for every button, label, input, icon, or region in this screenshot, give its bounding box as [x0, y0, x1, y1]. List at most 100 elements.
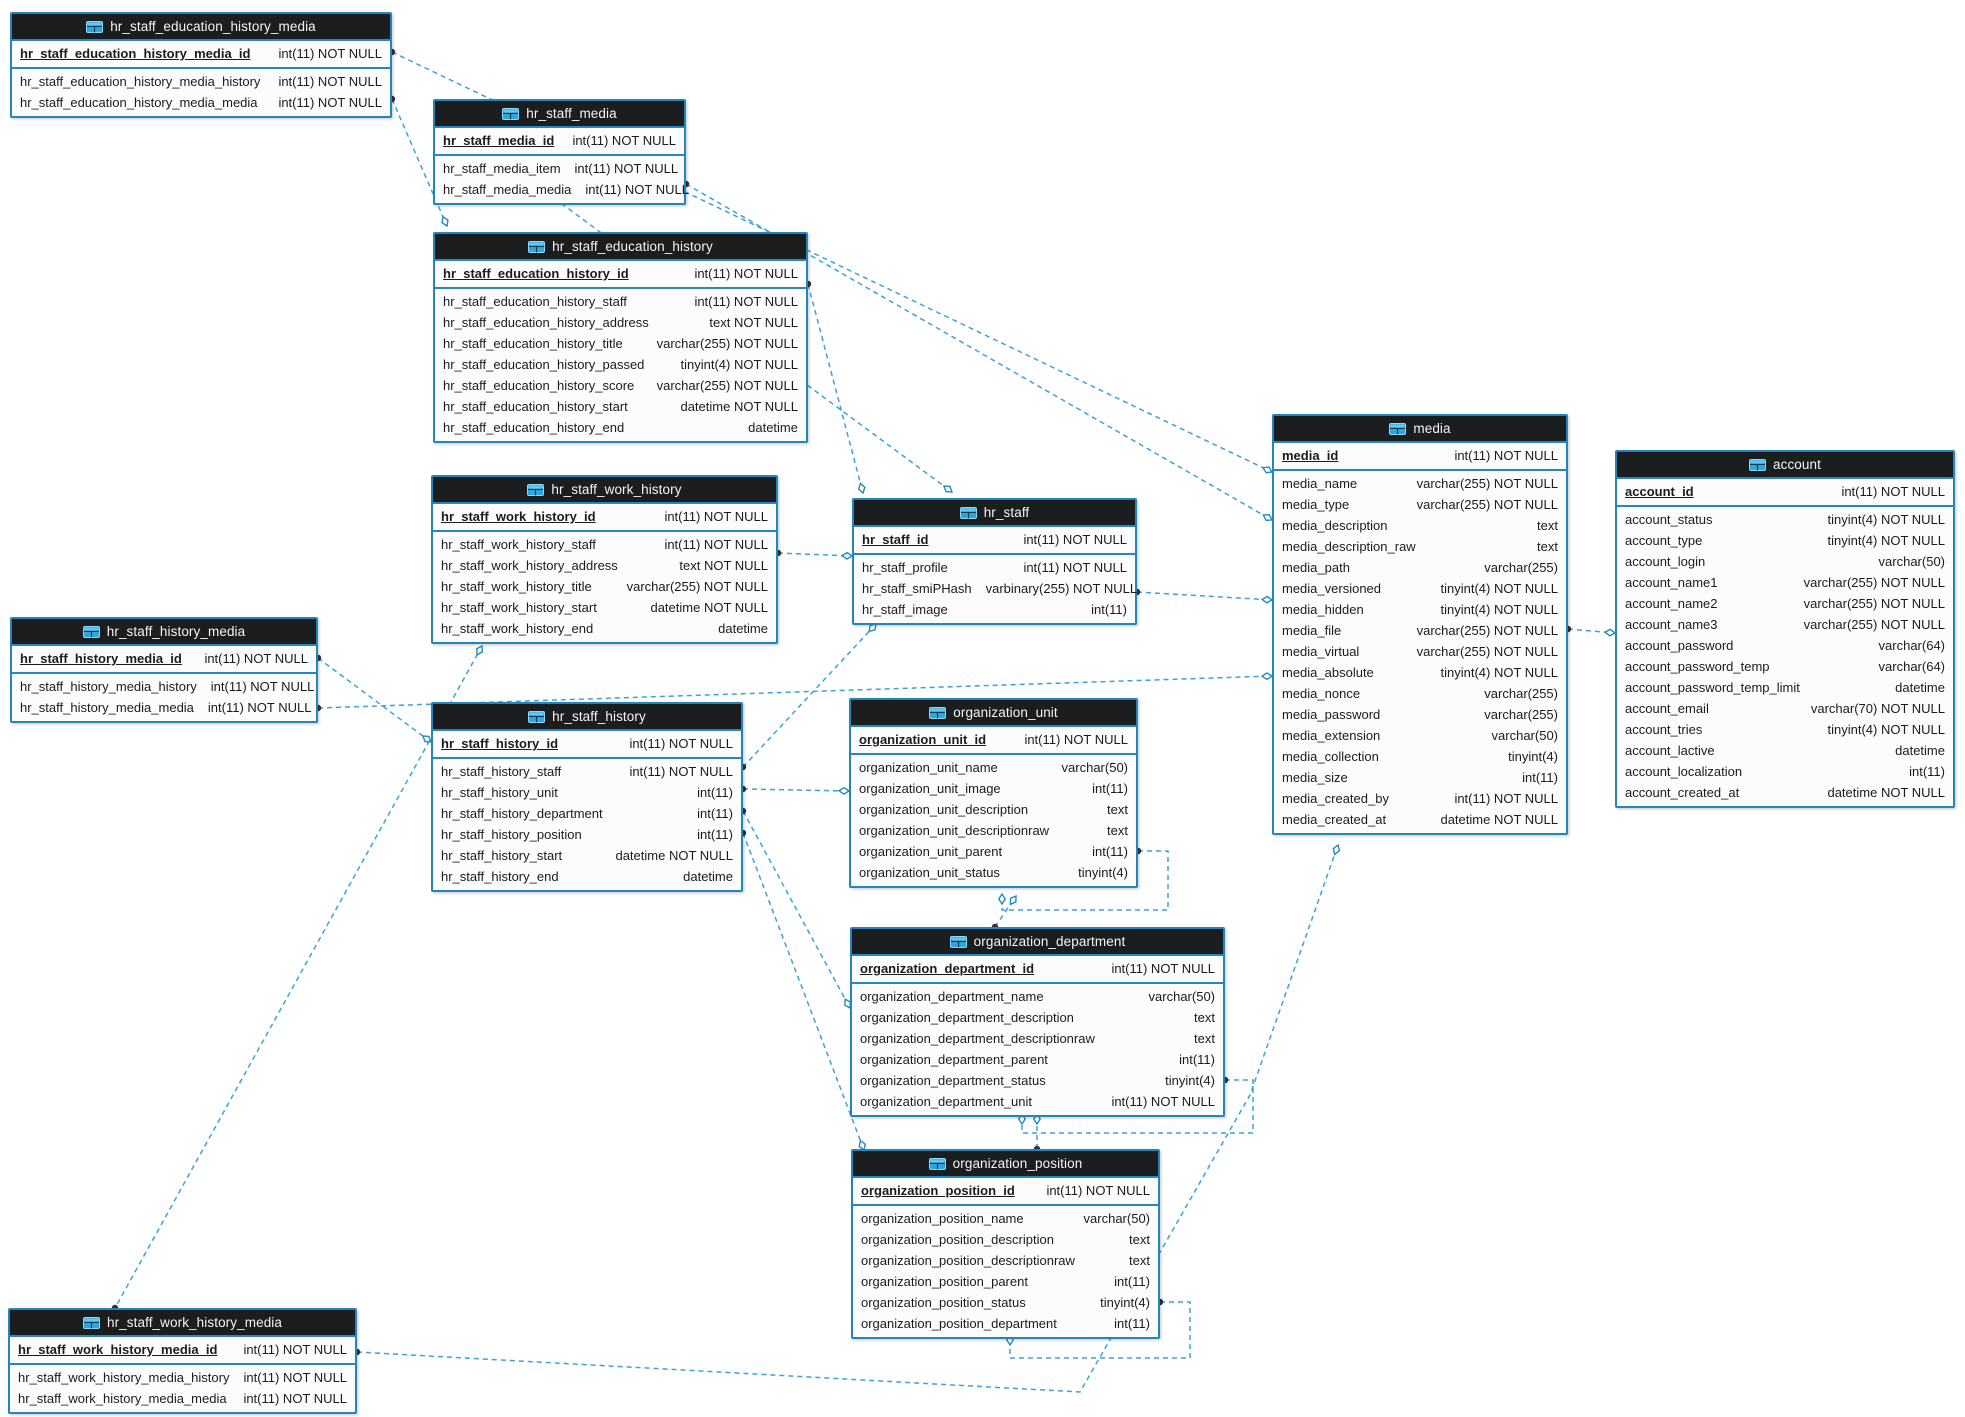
relationship-history-to-organization-unit[interactable]	[739, 785, 851, 795]
column-row[interactable]: hr_staff_history_media_history int(11) N…	[12, 676, 316, 697]
primary-key-row[interactable]: hr_staff_id int(11) NOT NULL	[854, 525, 1135, 555]
table-hr_staff_media[interactable]: hr_staff_media hr_staff_media_id int(11)…	[433, 99, 689, 205]
column-row[interactable]: media_path varchar(255)	[1274, 557, 1566, 578]
column-row[interactable]: hr_staff_media_item int(11) NOT NULL	[435, 158, 684, 179]
table-hr_staff_history_media[interactable]: hr_staff_history_media hr_staff_history_…	[10, 617, 318, 723]
primary-key-row[interactable]: hr_staff_history_media_id int(11) NOT NU…	[12, 644, 316, 674]
column-row[interactable]: account_type tinyint(4) NOT NULL	[1617, 530, 1953, 551]
db-table-header[interactable]: hr_staff_media	[435, 101, 684, 126]
primary-key-row[interactable]: organization_unit_id int(11) NOT NULL	[851, 725, 1136, 755]
column-row[interactable]: organization_position_status tinyint(4)	[853, 1292, 1158, 1313]
column-row[interactable]: media_password varchar(255)	[1274, 704, 1566, 725]
column-row[interactable]: hr_staff_work_history_address text NOT N…	[433, 555, 776, 576]
column-row[interactable]: hr_staff_education_history_start datetim…	[435, 396, 806, 417]
table-hr_staff_work_history[interactable]: hr_staff_work_history hr_staff_work_hist…	[431, 475, 778, 644]
table-hr_staff_history[interactable]: hr_staff_history hr_staff_history_id int…	[431, 702, 743, 892]
column-row[interactable]: media_type varchar(255) NOT NULL	[1274, 494, 1566, 515]
column-row[interactable]: organization_position_descriptionraw tex…	[853, 1250, 1158, 1271]
column-row[interactable]: account_created_at datetime NOT NULL	[1617, 782, 1953, 803]
relationship-media-to-account[interactable]	[1564, 625, 1617, 637]
relationship-hr-staff-to-media[interactable]	[1133, 588, 1274, 604]
relationship-history-media-to-history[interactable]	[314, 654, 433, 743]
column-row[interactable]: media_absolute tinyint(4) NOT NULL	[1274, 662, 1566, 683]
db-table-header[interactable]: account	[1617, 452, 1953, 477]
relationship-history-to-organization-position[interactable]	[739, 829, 866, 1152]
column-row[interactable]: hr_staff_history_staff int(11) NOT NULL	[433, 761, 741, 782]
column-row[interactable]: organization_department_unit int(11) NOT…	[852, 1091, 1223, 1112]
column-row[interactable]: account_name1 varchar(255) NOT NULL	[1617, 572, 1953, 593]
column-row[interactable]: hr_staff_education_history_address text …	[435, 312, 806, 333]
column-row[interactable]: organization_department_parent int(11)	[852, 1049, 1223, 1070]
column-row[interactable]: hr_staff_education_history_title varchar…	[435, 333, 806, 354]
column-row[interactable]: account_tries tinyint(4) NOT NULL	[1617, 719, 1953, 740]
column-row[interactable]: hr_staff_media_media int(11) NOT NULL	[435, 179, 689, 200]
table-organization_position[interactable]: organization_position organization_posit…	[851, 1149, 1160, 1339]
column-row[interactable]: hr_staff_work_history_end datetime	[433, 618, 776, 639]
column-row[interactable]: organization_position_department int(11)	[853, 1313, 1158, 1334]
column-row[interactable]: hr_staff_image int(11)	[854, 599, 1135, 620]
table-account[interactable]: account account_id int(11) NOT NULL acco…	[1615, 450, 1955, 808]
column-row[interactable]: account_login varchar(50)	[1617, 551, 1953, 572]
column-row[interactable]: hr_staff_profile int(11) NOT NULL	[854, 557, 1135, 578]
column-row[interactable]: organization_unit_status tinyint(4)	[851, 862, 1136, 883]
column-row[interactable]: hr_staff_work_history_media_media int(11…	[10, 1388, 355, 1409]
column-row[interactable]: organization_department_name varchar(50)	[852, 986, 1223, 1007]
column-row[interactable]: hr_staff_education_history_staff int(11)…	[435, 291, 806, 312]
column-row[interactable]: hr_staff_education_history_media_history…	[12, 71, 390, 92]
column-row[interactable]: media_extension varchar(50)	[1274, 725, 1566, 746]
db-table-header[interactable]: media	[1274, 416, 1566, 441]
primary-key-row[interactable]: account_id int(11) NOT NULL	[1617, 477, 1953, 507]
column-row[interactable]: organization_unit_parent int(11)	[851, 841, 1136, 862]
primary-key-row[interactable]: media_id int(11) NOT NULL	[1274, 441, 1566, 471]
primary-key-row[interactable]: organization_department_id int(11) NOT N…	[852, 954, 1223, 984]
db-table-header[interactable]: hr_staff_history_media	[12, 619, 316, 644]
db-table-header[interactable]: hr_staff	[854, 500, 1135, 525]
primary-key-row[interactable]: hr_staff_history_id int(11) NOT NULL	[433, 729, 741, 759]
table-media[interactable]: media media_id int(11) NOT NULL media_na…	[1272, 414, 1568, 835]
table-hr_staff_education_history[interactable]: hr_staff_education_history hr_staff_educ…	[433, 232, 808, 443]
column-row[interactable]: organization_unit_image int(11)	[851, 778, 1136, 799]
column-row[interactable]: organization_unit_name varchar(50)	[851, 757, 1136, 778]
db-table-header[interactable]: organization_position	[853, 1151, 1158, 1176]
column-row[interactable]: media_created_at datetime NOT NULL	[1274, 809, 1566, 830]
column-row[interactable]: organization_unit_descriptionraw text	[851, 820, 1136, 841]
db-table-header[interactable]: hr_staff_work_history	[433, 477, 776, 502]
db-table-header[interactable]: hr_staff_work_history_media	[10, 1310, 355, 1335]
primary-key-row[interactable]: organization_position_id int(11) NOT NUL…	[853, 1176, 1158, 1206]
column-row[interactable]: media_created_by int(11) NOT NULL	[1274, 788, 1566, 809]
column-row[interactable]: organization_position_parent int(11)	[853, 1271, 1158, 1292]
column-row[interactable]: hr_staff_work_history_media_history int(…	[10, 1367, 355, 1388]
column-row[interactable]: hr_staff_work_history_title varchar(255)…	[433, 576, 776, 597]
column-row[interactable]: media_versioned tinyint(4) NOT NULL	[1274, 578, 1566, 599]
db-table-header[interactable]: hr_staff_education_history	[435, 234, 806, 259]
column-row[interactable]: account_password_temp varchar(64)	[1617, 656, 1953, 677]
relationship-work-history-to-hr-staff[interactable]	[774, 549, 854, 560]
relationship-work-history-to-work-history-media[interactable]	[111, 644, 484, 1312]
column-row[interactable]: media_description text	[1274, 515, 1566, 536]
column-row[interactable]: media_nonce varchar(255)	[1274, 683, 1566, 704]
column-row[interactable]: hr_staff_history_media_media int(11) NOT…	[12, 697, 316, 718]
column-row[interactable]: hr_staff_history_position int(11)	[433, 824, 741, 845]
column-row[interactable]: organization_department_status tinyint(4…	[852, 1070, 1223, 1091]
column-row[interactable]: organization_position_name varchar(50)	[853, 1208, 1158, 1229]
column-row[interactable]: account_name3 varchar(255) NOT NULL	[1617, 614, 1953, 635]
column-row[interactable]: media_description_raw text	[1274, 536, 1566, 557]
table-organization_department[interactable]: organization_department organization_dep…	[850, 927, 1225, 1117]
column-row[interactable]: media_size int(11)	[1274, 767, 1566, 788]
db-table-header[interactable]: hr_staff_education_history_media	[12, 14, 390, 39]
column-row[interactable]: account_password varchar(64)	[1617, 635, 1953, 656]
column-row[interactable]: organization_position_description text	[853, 1229, 1158, 1250]
column-row[interactable]: media_file varchar(255) NOT NULL	[1274, 620, 1566, 641]
column-row[interactable]: account_lactive datetime	[1617, 740, 1953, 761]
column-row[interactable]: hr_staff_work_history_staff int(11) NOT …	[433, 534, 776, 555]
column-row[interactable]: account_status tinyint(4) NOT NULL	[1617, 509, 1953, 530]
column-row[interactable]: organization_unit_description text	[851, 799, 1136, 820]
column-row[interactable]: organization_department_descriptionraw t…	[852, 1028, 1223, 1049]
primary-key-row[interactable]: hr_staff_work_history_id int(11) NOT NUL…	[433, 502, 776, 532]
primary-key-row[interactable]: hr_staff_education_history_id int(11) NO…	[435, 259, 806, 289]
db-table-header[interactable]: organization_department	[852, 929, 1223, 954]
table-hr_staff_education_history_media[interactable]: hr_staff_education_history_media hr_staf…	[10, 12, 392, 118]
table-hr_staff_work_history_media[interactable]: hr_staff_work_history_media hr_staff_wor…	[8, 1308, 357, 1414]
column-row[interactable]: media_collection tinyint(4)	[1274, 746, 1566, 767]
relationship-edu-history-to-hr-staff[interactable]	[804, 280, 866, 495]
